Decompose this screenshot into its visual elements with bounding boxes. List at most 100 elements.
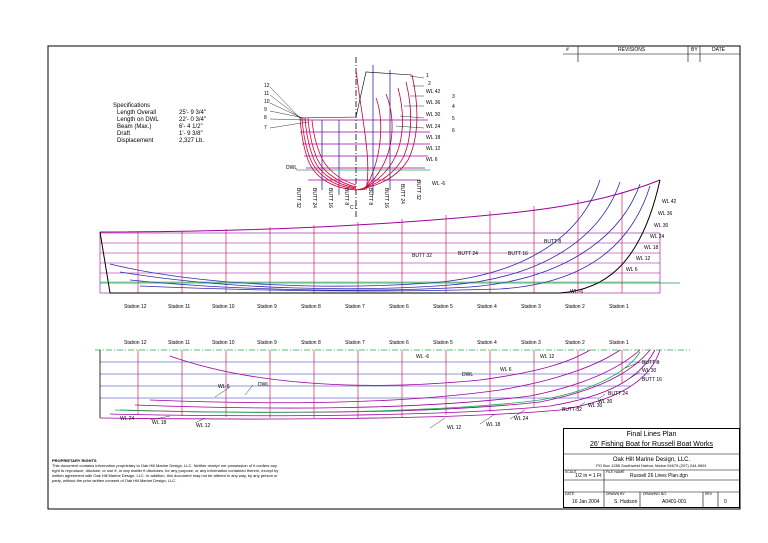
plan-buttocks: [100, 361, 660, 399]
body-butt-label: BUTT 8: [343, 188, 349, 206]
profile-station-label: Station 11: [168, 304, 191, 310]
profile-wl-label: WL 30: [654, 223, 669, 229]
plan-station-label: Station 12: [124, 340, 147, 346]
body-station-label: 5: [452, 116, 455, 122]
scale-label: SCALE: [565, 470, 577, 474]
plan-label: WL 12: [447, 425, 462, 431]
body-wl-label: WL 12: [426, 146, 441, 152]
profile-buttocks: [109, 179, 651, 292]
body-cl-label: C L: [350, 205, 358, 211]
profile-station-label: Station 7: [345, 304, 365, 310]
body-station-label: 8: [264, 115, 267, 121]
plan-label: WL 30: [588, 403, 603, 409]
profile-waterlines: [100, 242, 660, 274]
body-butt-label: BUTT 24: [311, 188, 317, 208]
body-station-label: 10: [264, 99, 270, 105]
body-station-label: 1: [426, 73, 429, 79]
body-butt-label: BUTT 16: [327, 188, 333, 208]
profile-station-label: Station 8: [301, 304, 321, 310]
plan-label: WL 12: [540, 354, 555, 360]
title-block: [563, 428, 740, 508]
spec-row: Beam (Max.)6'- 4 1/2": [117, 124, 203, 130]
date-value: 16 Jan 2004: [572, 499, 600, 505]
rev-num-header: #: [566, 47, 569, 53]
sheet-border: [47, 45, 741, 510]
drawing-subtitle: 26' Fishing Boat for Russell Boat Works: [590, 441, 713, 448]
rev-by-header: BY: [691, 47, 698, 53]
specifications-heading: Specifications: [113, 103, 151, 109]
body-station-label: 7: [264, 125, 267, 131]
plan-station-label: Station 10: [212, 340, 235, 346]
drawing-title: Final Lines Plan: [626, 431, 677, 438]
date-label: DATE: [565, 492, 575, 496]
body-wl-label: WL 36: [426, 100, 441, 106]
plan-label: WL 6: [218, 384, 230, 390]
plan-station-label: Station 9: [257, 340, 277, 346]
body-station-label: 3: [452, 94, 455, 100]
rev-date-header: DATE: [712, 47, 725, 53]
profile-butt-label: BUTT 32: [412, 253, 432, 259]
body-station-label: 12: [264, 83, 270, 89]
proprietary-text: This document contains information propr…: [52, 463, 279, 483]
plan-label: BUTT 32: [562, 407, 582, 413]
profile-station-lines: [137, 192, 623, 293]
plan-station-label: Station 1: [609, 340, 629, 346]
plan-label: WL -6: [416, 354, 430, 360]
profile-wl-label: WL 24: [650, 234, 665, 240]
body-station-label: 6: [452, 128, 455, 134]
plan-label: WL 12: [196, 423, 211, 429]
body-station-label: 4: [452, 104, 455, 110]
profile-butt-label: BUTT 16: [508, 251, 528, 257]
plan-view: [95, 349, 690, 429]
profile-station-label: Station 12: [124, 304, 147, 310]
file-label: FILE NAME: [606, 470, 625, 474]
profile-station-label: Station 1: [609, 304, 629, 310]
body-dwl-label: DWL: [286, 165, 298, 171]
body-butt-label: BUTT 32: [415, 180, 421, 200]
profile-wl-label: WL -6: [570, 289, 584, 295]
profile-butt-label: BUTT 8: [544, 239, 562, 245]
company-name: Oak Hill Marine Design, LLC.: [612, 457, 691, 463]
drawn-label: DRAWN BY: [606, 492, 625, 496]
profile-keel: [99, 179, 661, 294]
scale-value: 1/2 in = 1 Ft: [575, 473, 602, 479]
plan-station-label: Station 6: [389, 340, 409, 346]
plan-label: WL 30: [642, 368, 657, 374]
body-station-label: 9: [264, 107, 267, 113]
body-wl-label: WL 24: [426, 124, 441, 130]
plan-label: BUTT 16: [642, 377, 662, 383]
profile-butt-label: BUTT 24: [458, 251, 478, 257]
body-wl-label: WL 42: [426, 89, 441, 95]
plan-station-lines: [137, 350, 623, 418]
plan-label: BUTT 8: [642, 360, 660, 366]
plan-station-label: Station 8: [301, 340, 321, 346]
plan-station-label: Station 4: [477, 340, 497, 346]
drawing-no-label: DRAWING NO.: [643, 492, 667, 496]
profile-station-label: Station 6: [389, 304, 409, 310]
body-wl-label: WL -6: [432, 181, 446, 187]
profile-wl-label: WL 36: [658, 211, 673, 217]
body-wl-label: WL 6: [426, 157, 438, 163]
plan-label: DWL: [462, 372, 474, 378]
body-aft-stations: [299, 117, 357, 191]
plan-label: BUTT 24: [608, 391, 628, 397]
body-plan: [269, 57, 430, 218]
profile-station-label: Station 10: [212, 304, 235, 310]
profile-wl-label: WL 12: [636, 256, 651, 262]
plan-station-label: Station 7: [345, 340, 365, 346]
body-butt-label: BUTT 32: [295, 188, 301, 208]
drawing-no-value: A0401-001: [662, 499, 687, 505]
plan-station-label: Station 11: [168, 340, 191, 346]
plan-label: WL 24: [514, 416, 529, 422]
profile-station-label: Station 5: [433, 304, 453, 310]
body-butt-label: BUTT 24: [399, 184, 405, 204]
plan-label: WL 18: [152, 420, 167, 426]
profile-station-label: Station 9: [257, 304, 277, 310]
plan-label: WL 24: [120, 416, 135, 422]
plan-label: WL 30: [598, 399, 613, 405]
